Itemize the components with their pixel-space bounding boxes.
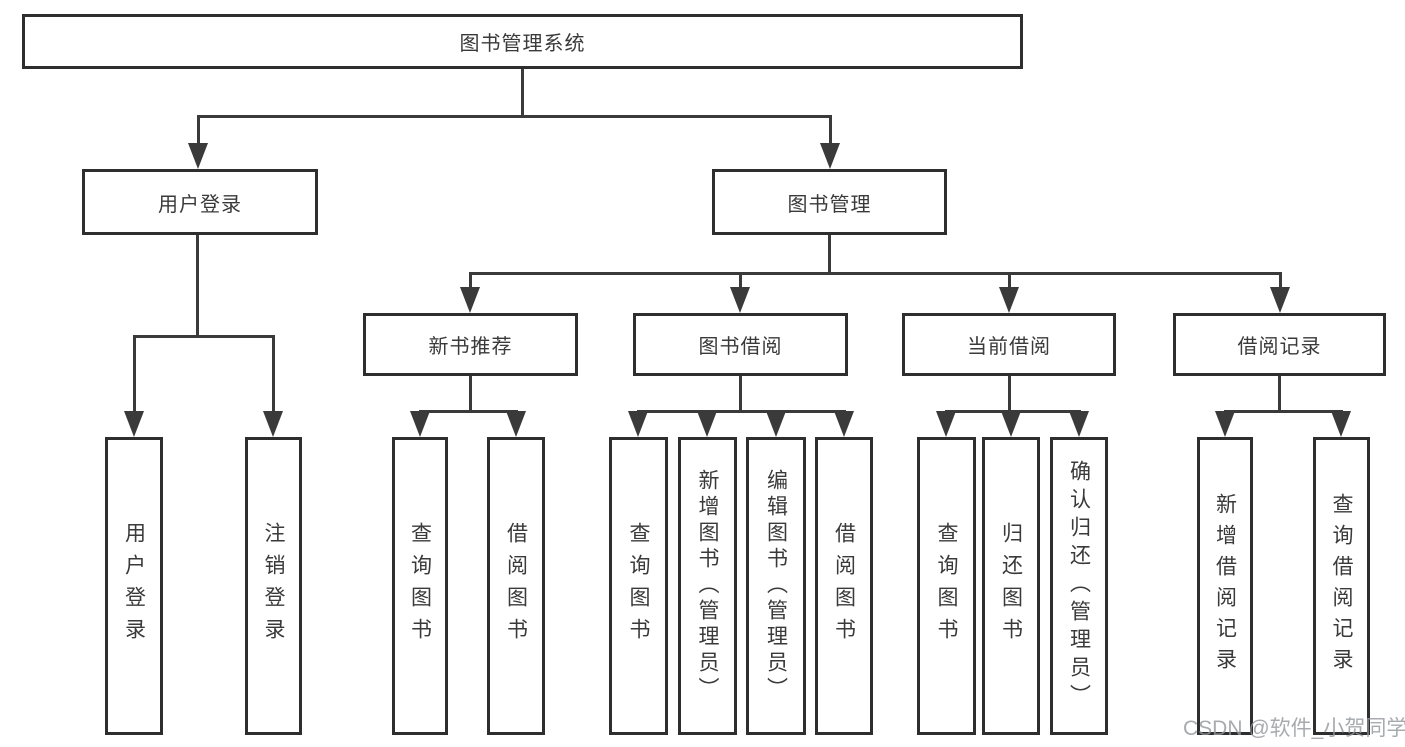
node-book-mgmt: 图书管理 [712,169,947,235]
csdn-watermark: CSDN @软件_小贺同学 [1183,717,1405,740]
node-current-borrow: 当前借阅 [902,313,1116,376]
connector-line [469,376,472,410]
leaf-logout-label: 注销登录 [262,522,285,650]
node-new-book-rec: 新书推荐 [363,313,578,376]
connector-line [1008,376,1011,410]
leaf-edit-book-label: 编辑图书（管理员） [764,469,788,703]
node-root: 图书管理系统 [22,14,1023,69]
arrow-down-icon [999,287,1019,313]
arrow-down-icon [188,143,208,169]
arrow-down-icon [460,287,480,313]
arrow-down-icon [506,411,526,437]
arrow-down-icon [1001,411,1021,437]
leaf-confirm-return-label: 确认归还（管理员） [1067,460,1091,712]
arrow-down-icon [820,143,840,169]
connector-line [1279,272,1282,289]
connector-line [521,69,524,115]
leaf-return-book: 归还图书 [982,437,1040,735]
leaf-add-book: 新增图书（管理员） [678,437,737,735]
leaf-query-record-label: 查询借阅记录 [1330,493,1353,679]
leaf-query-book-a: 查询图书 [392,437,448,735]
connector-line [419,410,518,413]
leaf-edit-book: 编辑图书（管理员） [746,437,806,735]
node-book-mgmt-label: 图书管理 [787,193,872,216]
leaf-borrow-book-b: 借阅图书 [815,437,873,735]
arrow-down-icon [936,411,956,437]
connector-line [469,272,1282,275]
leaf-add-record-label: 新增借阅记录 [1213,493,1237,679]
connector-line [133,335,136,413]
leaf-query-book-b-label: 查询图书 [627,522,650,650]
arrow-down-icon [1069,411,1089,437]
node-book-borrow-label: 图书借阅 [698,336,783,358]
arrow-down-icon [263,411,283,437]
connector-line [1224,410,1343,413]
connector-line [272,335,275,413]
arrow-down-icon [1215,411,1235,437]
connector-line [739,376,742,410]
connector-line [829,115,832,145]
node-user-login: 用户登录 [82,169,318,235]
connector-line [469,272,472,289]
leaf-query-book-b: 查询图书 [609,437,668,735]
connector-line [197,115,831,118]
node-user-login-label: 用户登录 [158,193,242,216]
connector-line [1278,376,1281,410]
leaf-user-login: 用户登录 [105,437,163,735]
connector-line [637,410,846,413]
leaf-return-book-label: 归还图书 [999,522,1023,650]
connector-line [197,115,200,145]
leaf-add-book-label: 新增图书（管理员） [696,469,719,703]
leaf-borrow-book-a-label: 借阅图书 [504,522,528,650]
arrow-down-icon [628,411,648,437]
node-borrow-record: 借阅记录 [1173,313,1386,376]
node-root-label: 图书管理系统 [459,33,586,55]
node-borrow-record-label: 借阅记录 [1237,336,1322,358]
arrow-down-icon [834,411,854,437]
arrow-down-icon [124,411,144,437]
arrow-down-icon [697,411,717,437]
leaf-query-book-c: 查询图书 [917,437,976,735]
node-new-book-rec-label: 新书推荐 [428,336,513,358]
arrow-down-icon [1331,411,1351,437]
arrow-down-icon [766,411,786,437]
node-book-borrow: 图书借阅 [633,313,848,376]
arrow-down-icon [410,411,430,437]
leaf-add-record: 新增借阅记录 [1197,437,1253,735]
connector-line [133,335,274,338]
connector-line [196,235,199,335]
connector-line [739,272,742,289]
leaf-query-book-c-label: 查询图书 [935,522,958,650]
connector-line [1008,272,1011,289]
leaf-confirm-return: 确认归还（管理员） [1050,437,1108,735]
connector-line [828,235,831,272]
leaf-query-record: 查询借阅记录 [1313,437,1370,735]
leaf-user-login-label: 用户登录 [122,522,146,650]
leaf-borrow-book-b-label: 借阅图书 [832,522,856,650]
leaf-query-book-a-label: 查询图书 [408,522,432,650]
arrow-down-icon [1270,287,1290,313]
leaf-borrow-book-a: 借阅图书 [487,437,545,735]
leaf-logout: 注销登录 [245,437,302,735]
node-current-borrow-label: 当前借阅 [967,336,1051,358]
arrow-down-icon [730,287,750,313]
